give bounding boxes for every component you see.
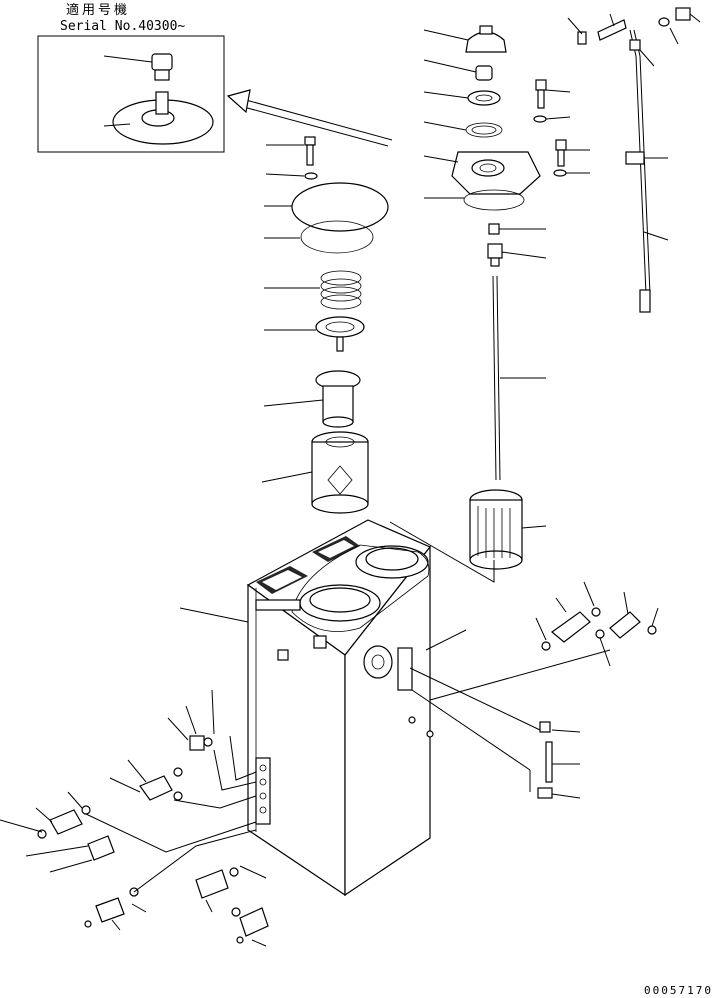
washer-right-upper [533,115,571,123]
gauge-nut [487,243,547,267]
inset-cover-plate [103,91,214,145]
plug [488,223,546,235]
elbow-fittings-left [0,689,269,947]
strainer [263,370,361,428]
washer-left [265,172,318,180]
elbow-fittings-right [535,581,659,667]
bolt-left [266,136,316,166]
drain-fittings [408,629,611,799]
breather-element [423,59,493,81]
bolt-right-mid [555,139,590,167]
strainer-leader [389,521,495,583]
washer-bolt-top-right [658,7,701,45]
o-ring-top [423,121,503,138]
breather-cap [423,25,507,53]
filter-gasket [264,220,374,254]
inset-breather-cap [103,53,173,81]
top-cover-plate [423,151,541,195]
inset-arrow [226,89,393,147]
bolt-right-upper [535,79,571,109]
washer-right-mid [553,169,590,177]
filter-element [261,431,369,514]
inset-title: 適用号機 [66,2,130,18]
suction-strainer [469,489,547,570]
valve-plate [264,316,365,352]
inset-frame [37,35,225,153]
cover-gasket [424,189,525,211]
drawing-number: 00057170 [644,984,713,997]
spring [264,270,362,310]
inset-serial: Serial No.40300~ [60,19,185,34]
level-gauge-rod [492,275,546,481]
breather-adapter [423,90,501,106]
hydraulic-tank [179,519,431,897]
breather-pipe [625,29,669,313]
filter-cover [264,182,389,232]
pipe-clip-top [567,17,587,45]
hose [597,13,627,41]
